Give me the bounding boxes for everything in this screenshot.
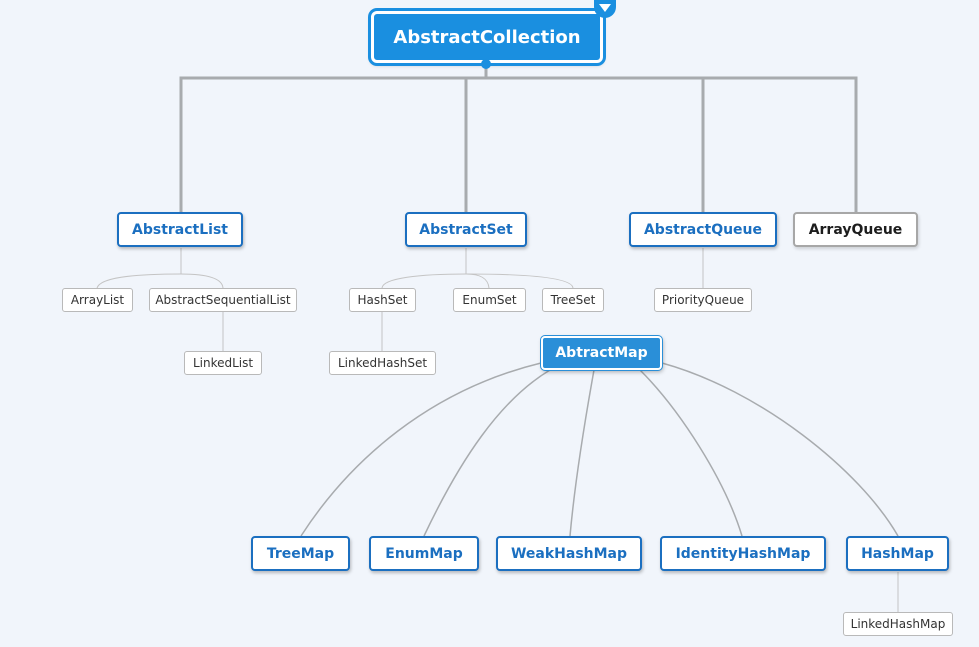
topic-hashmap[interactable]: HashMap [846,536,949,571]
connector-root-abstractqueue [486,76,705,212]
topic-arrayqueue-label: ArrayQueue [808,221,903,238]
triangle-down-icon [599,4,611,12]
topic-arrayqueue[interactable]: ArrayQueue [793,212,918,247]
leaf-enumset-label: EnumSet [462,293,517,307]
leaf-treeset-label: TreeSet [550,293,596,307]
connector-map-hashmap [661,362,899,537]
connector-map-treemap [300,362,542,537]
collapse-toggle-button[interactable] [594,0,616,18]
topic-abstractqueue-label: AbstractQueue [643,221,763,238]
leaf-hashset-label: HashSet [357,293,408,307]
topic-weakhashmap-label: WeakHashMap [510,545,628,562]
topic-abstractset[interactable]: AbstractSet [405,212,527,247]
topic-enummap[interactable]: EnumMap [369,536,479,571]
connector-map-identityhashmap [639,369,743,537]
leaf-arraylist-label: ArrayList [70,293,125,307]
leaf-hashset[interactable]: HashSet [349,288,416,312]
topic-identityhashmap-label: IdentityHashMap [675,545,811,562]
leaf-linkedhashmap-label: LinkedHashMap [850,617,946,631]
connector-map-enummap [423,369,551,537]
root-topic-abstractcollection[interactable]: AbstractCollection [371,11,603,63]
leaf-linkedhashset-label: LinkedHashSet [337,356,428,370]
leaf-priorityqueue-label: PriorityQueue [661,293,745,307]
topic-abstractqueue[interactable]: AbstractQueue [629,212,777,247]
topic-abstractlist[interactable]: AbstractList [117,212,243,247]
leaf-arraylist[interactable]: ArrayList [62,288,133,312]
topic-abstractset-label: AbstractSet [419,221,513,238]
topic-abtractmap[interactable]: AbtractMap [541,336,662,370]
root-topic-label: AbstractCollection [393,26,581,48]
leaf-treeset[interactable]: TreeSet [542,288,604,312]
connector-root-arrayqueue [703,76,858,212]
topic-weakhashmap[interactable]: WeakHashMap [496,536,642,571]
root-anchor-dot [481,59,491,69]
leaf-linkedhashmap[interactable]: LinkedHashMap [843,612,953,636]
leaf-abstractsequentiallist-label: AbstractSequentialList [155,293,291,307]
leaf-priorityqueue[interactable]: PriorityQueue [654,288,752,312]
leaf-linkedlist[interactable]: LinkedList [184,351,262,375]
connector-root-abstractlist [179,64,488,212]
leaf-abstractsequentiallist[interactable]: AbstractSequentialList [149,288,297,312]
leaf-enumset[interactable]: EnumSet [453,288,526,312]
topic-identityhashmap[interactable]: IdentityHashMap [660,536,826,571]
topic-abtractmap-label: AbtractMap [555,345,648,361]
connector-root-abstractset [464,76,486,212]
topic-treemap[interactable]: TreeMap [251,536,350,571]
leaf-linkedhashset[interactable]: LinkedHashSet [329,351,436,375]
topic-enummap-label: EnumMap [385,545,463,562]
connector-map-weakhashmap [569,369,595,537]
leaf-linkedlist-label: LinkedList [192,356,254,370]
topic-abstractlist-label: AbstractList [132,221,228,238]
topic-treemap-label: TreeMap [266,545,335,562]
topic-hashmap-label: HashMap [861,545,934,562]
